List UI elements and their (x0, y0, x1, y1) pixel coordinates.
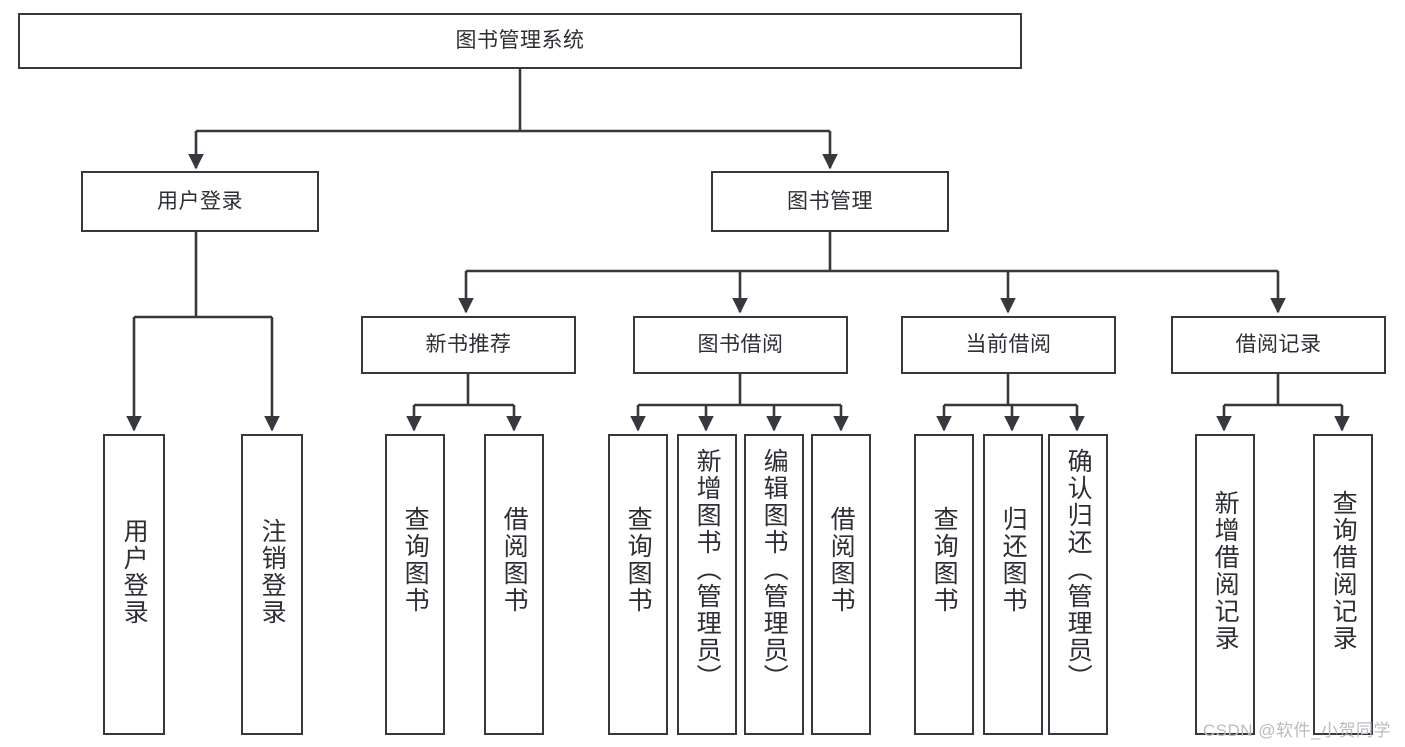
node-leaf-borrow-book-newbook-label: 借阅图书 (500, 506, 529, 614)
node-leaf-return-book[interactable]: 归还图书 (983, 434, 1043, 735)
node-leaf-confirm-return-admin-label: 确认归还（管理员） (1064, 448, 1093, 691)
node-leaf-logout[interactable]: 注销登录 (241, 434, 303, 735)
node-leaf-add-book-admin-label: 新增图书（管理员） (693, 448, 722, 691)
node-leaf-user-login[interactable]: 用户登录 (103, 434, 165, 735)
watermark: CSDN @软件_小贺同学 (1202, 721, 1391, 740)
node-leaf-borrow-book-borrow[interactable]: 借阅图书 (811, 434, 871, 735)
node-leaf-query-book-newbook-label: 查询图书 (401, 506, 430, 614)
node-book-management-label: 图书管理 (787, 189, 873, 213)
node-leaf-edit-book-admin-label: 编辑图书（管理员） (760, 448, 789, 691)
node-leaf-query-book-current[interactable]: 查询图书 (914, 434, 974, 735)
node-borrow-record-label: 借阅记录 (1235, 333, 1322, 357)
node-new-book-recommend[interactable]: 新书推荐 (361, 316, 576, 374)
node-book-borrow-label: 图书借阅 (697, 333, 784, 357)
node-new-book-recommend-label: 新书推荐 (425, 333, 512, 357)
node-leaf-add-borrow-record[interactable]: 新增借阅记录 (1195, 434, 1255, 735)
node-leaf-query-book-borrow-label: 查询图书 (624, 506, 653, 614)
node-user-login-label: 用户登录 (157, 189, 243, 213)
node-leaf-query-book-newbook[interactable]: 查询图书 (385, 434, 445, 735)
node-root-label: 图书管理系统 (455, 29, 585, 53)
node-leaf-logout-label: 注销登录 (258, 518, 287, 626)
node-leaf-edit-book-admin[interactable]: 编辑图书（管理员） (744, 434, 804, 735)
node-leaf-query-borrow-record-label: 查询借阅记录 (1329, 490, 1358, 652)
node-leaf-add-book-admin[interactable]: 新增图书（管理员） (677, 434, 737, 735)
node-book-borrow[interactable]: 图书借阅 (633, 316, 848, 374)
node-leaf-add-borrow-record-label: 新增借阅记录 (1211, 490, 1240, 652)
node-leaf-query-book-borrow[interactable]: 查询图书 (608, 434, 668, 735)
node-current-borrow[interactable]: 当前借阅 (901, 316, 1116, 374)
node-leaf-borrow-book-newbook[interactable]: 借阅图书 (484, 434, 544, 735)
node-leaf-user-login-label: 用户登录 (120, 518, 149, 626)
node-book-management[interactable]: 图书管理 (711, 171, 949, 232)
node-leaf-borrow-book-borrow-label: 借阅图书 (827, 506, 856, 614)
node-leaf-query-book-current-label: 查询图书 (930, 506, 959, 614)
node-user-login[interactable]: 用户登录 (81, 171, 319, 232)
node-leaf-return-book-label: 归还图书 (999, 506, 1028, 614)
node-leaf-query-borrow-record[interactable]: 查询借阅记录 (1313, 434, 1373, 735)
node-current-borrow-label: 当前借阅 (965, 333, 1052, 357)
node-root[interactable]: 图书管理系统 (18, 13, 1022, 69)
node-leaf-confirm-return-admin[interactable]: 确认归还（管理员） (1048, 434, 1108, 735)
node-borrow-record[interactable]: 借阅记录 (1171, 316, 1386, 374)
